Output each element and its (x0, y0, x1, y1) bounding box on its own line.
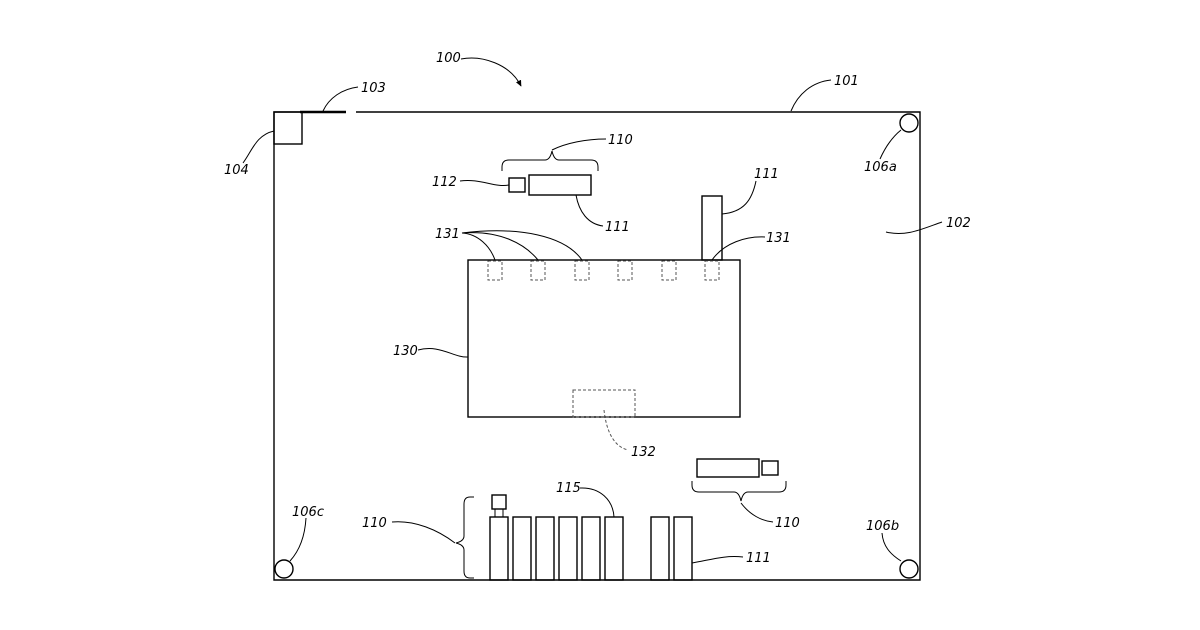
mounting-hole-a (900, 114, 918, 132)
label-102: 102 (946, 216, 971, 231)
leader-110-left (392, 522, 455, 543)
label-112: 112 (432, 175, 457, 190)
bottom-slot-7 (651, 517, 669, 580)
label-111-bottom: 111 (746, 551, 771, 566)
bottom-slot-4 (559, 517, 577, 580)
label-131: 131 (435, 227, 460, 242)
port-2 (531, 261, 545, 280)
label-106a: 106a (864, 160, 897, 175)
leader-110-top (552, 139, 606, 150)
label-130: 130 (393, 344, 418, 359)
label-101: 101 (834, 74, 859, 89)
bottom-slot-2 (513, 517, 531, 580)
connector-vertical (702, 196, 722, 260)
leader-111-bottom (692, 557, 743, 563)
label-110-right: 110 (775, 516, 800, 531)
module-130 (468, 260, 740, 417)
bottom-slot-6 (605, 517, 623, 580)
leader-130 (418, 348, 468, 357)
label-131-right: 131 (766, 231, 791, 246)
bottom-slot-5 (582, 517, 600, 580)
label-110-left: 110 (362, 516, 387, 531)
brace-left (456, 497, 474, 578)
port-3 (575, 261, 589, 280)
label-111-top: 111 (605, 220, 630, 235)
connector-top (529, 175, 591, 195)
mounting-hole-b (900, 560, 918, 578)
leader-106c (290, 518, 306, 561)
label-115: 115 (556, 481, 581, 496)
label-106c: 106c (292, 505, 324, 520)
bottom-slot-3 (536, 517, 554, 580)
port-5 (662, 261, 676, 280)
label-110-top: 110 (608, 133, 633, 148)
leader-106a (880, 130, 901, 159)
leader-111-top (576, 195, 603, 226)
bottom-slot-8 (674, 517, 692, 580)
label-111-vertical: 111 (754, 167, 779, 182)
port-6 (705, 261, 719, 280)
leader-102 (886, 222, 942, 234)
bottom-slot-1 (490, 517, 508, 580)
plug-right (762, 461, 778, 475)
leader-104 (243, 131, 274, 163)
leader-111-vertical (722, 181, 756, 214)
leader-131-a (462, 233, 495, 260)
connector-right (697, 459, 759, 477)
corner-part (274, 112, 302, 144)
leader-106b (882, 533, 901, 561)
label-100: 100 (436, 51, 461, 66)
board-outline (274, 112, 920, 580)
leader-132 (604, 410, 628, 450)
leader-110-right (741, 503, 773, 522)
label-103: 103 (361, 81, 386, 96)
label-106b: 106b (866, 519, 899, 534)
leader-103 (323, 87, 358, 111)
arrow-100 (461, 58, 521, 86)
leader-131-right (712, 237, 765, 260)
label-132: 132 (631, 445, 656, 460)
label-104: 104 (224, 163, 249, 178)
leader-101 (791, 80, 831, 111)
brace-right (692, 481, 786, 501)
mounting-hole-c (275, 560, 293, 578)
bottom-plug (492, 495, 506, 509)
port-4 (618, 261, 632, 280)
leader-115 (580, 488, 614, 517)
brace-top (502, 151, 598, 171)
leader-112 (460, 180, 509, 185)
leader-131-b (462, 233, 538, 260)
plug-112 (509, 178, 525, 192)
port-1 (488, 261, 502, 280)
